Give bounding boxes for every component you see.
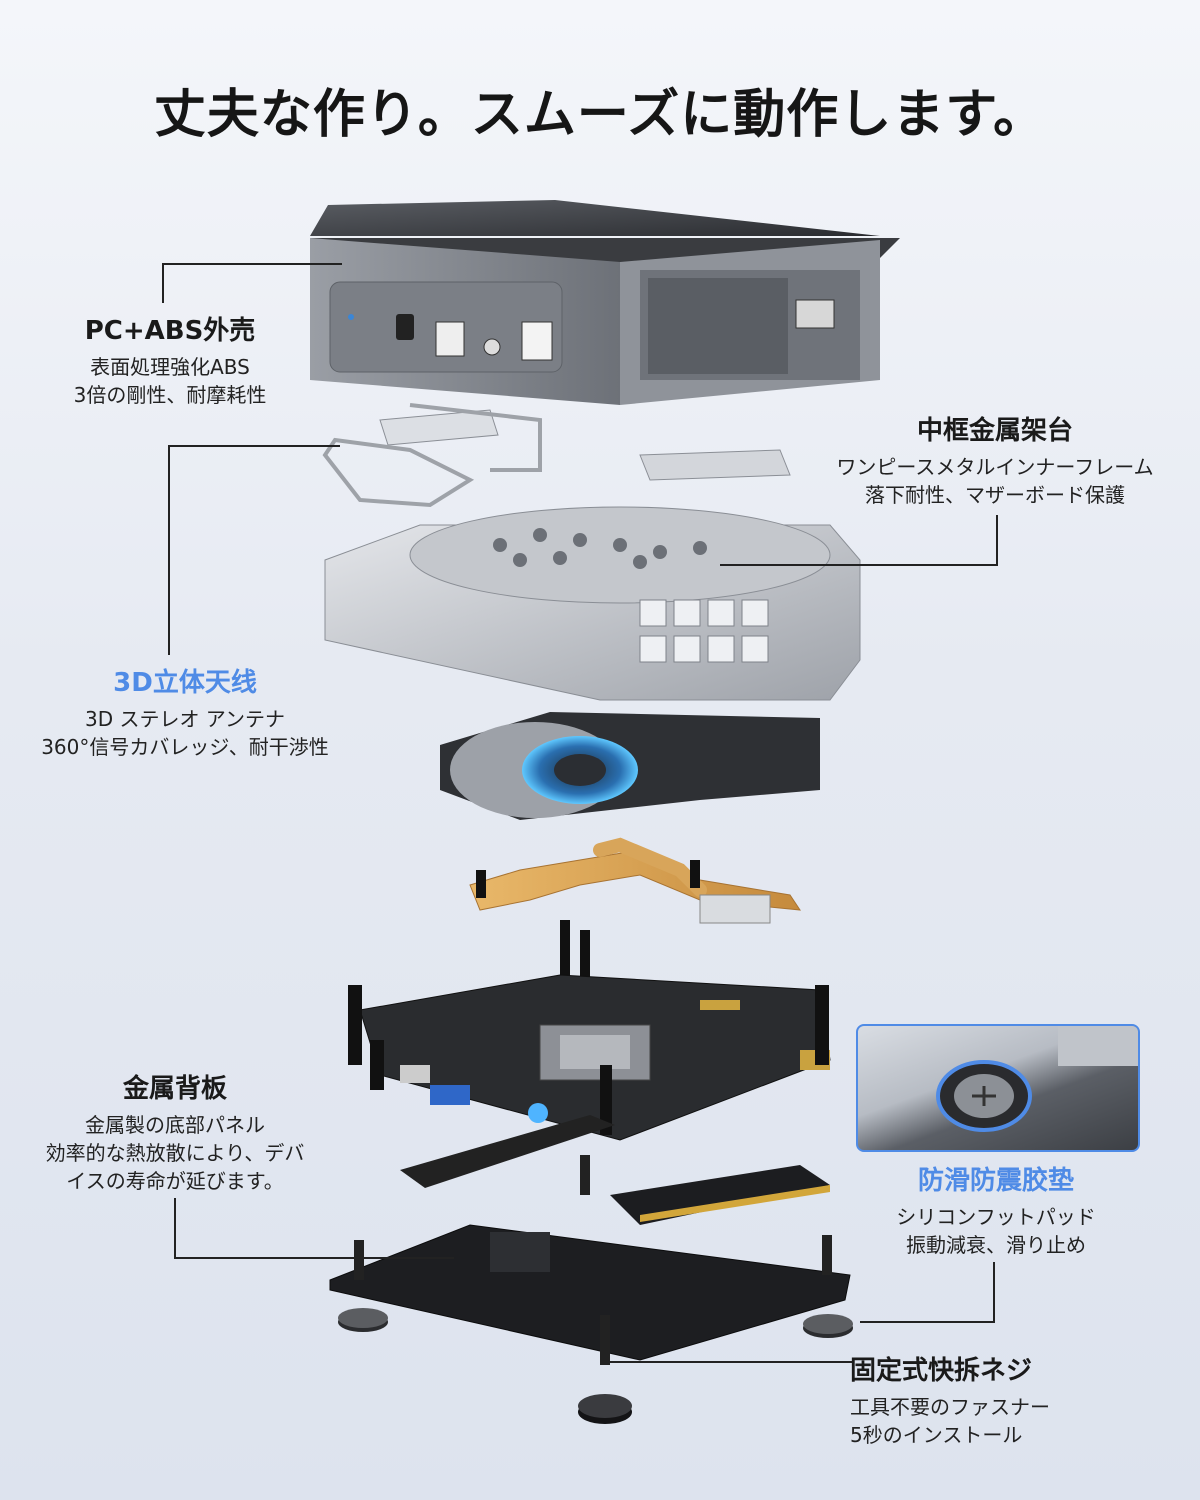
leader-pads-h: [860, 1321, 995, 1323]
label-pads-heading: 防滑防震胶垫: [917, 1166, 1074, 1196]
leader-screws-h: [610, 1361, 854, 1363]
motherboard: [348, 974, 831, 1141]
label-pads-line-1: シリコンフットパッド: [896, 1205, 1096, 1229]
label-shell-heading: PC+ABS外売: [84, 316, 256, 346]
leader-shell-v: [162, 263, 164, 303]
label-frame: 中框金属架台 ワンピースメタルインナーフレーム 落下耐性、マザーボード保護: [790, 410, 1200, 509]
leader-frame-v: [996, 515, 998, 565]
label-antenna-line-2: 360°信号カバレッジ、耐干渉性: [41, 735, 329, 759]
label-backplate-line-1: 金属製の底部パネル: [85, 1113, 265, 1137]
bottom-plate: [329, 1155, 851, 1365]
label-screws-line-1: 工具不要のファスナー: [850, 1395, 1050, 1419]
label-antenna: 3D立体天线 3D ステレオ アンテナ 360°信号カバレッジ、耐干渉性: [0, 662, 370, 761]
leader-shell-h: [162, 263, 342, 265]
label-antenna-heading: 3D立体天线: [113, 668, 257, 698]
leader-backplate-h: [174, 1257, 454, 1259]
leader-antenna-v: [168, 445, 170, 655]
label-screws-heading: 固定式快拆ネジ: [850, 1356, 1033, 1386]
label-shell-line-1: 表面処理強化ABS: [90, 355, 250, 379]
label-screws-line-2: 5秒のインストール: [850, 1423, 1023, 1447]
label-screws: 固定式快拆ネジ 工具不要のファスナー 5秒のインストール: [850, 1350, 1110, 1449]
label-backplate-line-2: 効率的な熱放散により、デバ: [45, 1141, 305, 1165]
page-title: 丈夫な作り。スムーズに動作します。: [153, 85, 1047, 145]
top-shell: [310, 200, 900, 405]
label-pads-line-2: 振動減衰、滑り止め: [906, 1233, 1086, 1257]
label-pads: 防滑防震胶垫 シリコンフットパッド 振動減衰、滑り止め: [846, 1160, 1146, 1259]
antenna-parts: [322, 403, 791, 508]
cooling-fan: [440, 712, 820, 820]
metal-frame: [324, 506, 861, 701]
leader-backplate-v: [174, 1198, 176, 1258]
label-frame-heading: 中框金属架台: [916, 416, 1073, 446]
label-backplate-heading: 金属背板: [122, 1074, 227, 1104]
label-shell: PC+ABS外売 表面処理強化ABS 3倍の剛性、耐摩耗性: [20, 310, 320, 409]
label-shell-line-2: 3倍の剛性、耐摩耗性: [73, 383, 267, 407]
leader-antenna-h: [168, 445, 340, 447]
heat-pipe: [469, 837, 802, 990]
leader-frame-h: [720, 564, 998, 566]
label-frame-line-2: 落下耐性、マザーボード保護: [865, 483, 1125, 507]
ssd-and-ram: [400, 1115, 830, 1225]
label-frame-line-1: ワンピースメタルインナーフレーム: [836, 455, 1154, 479]
label-antenna-line-1: 3D ステレオ アンテナ: [84, 707, 286, 731]
foot-pads: [338, 1308, 853, 1424]
label-backplate-line-3: イスの寿命が延びます。: [66, 1169, 284, 1193]
label-backplate: 金属背板 金属製の底部パネル 効率的な熱放散により、デバ イスの寿命が延びます。: [0, 1068, 350, 1195]
leader-pads-v: [993, 1262, 995, 1322]
foot-pad-detail-inset: [856, 1024, 1140, 1152]
